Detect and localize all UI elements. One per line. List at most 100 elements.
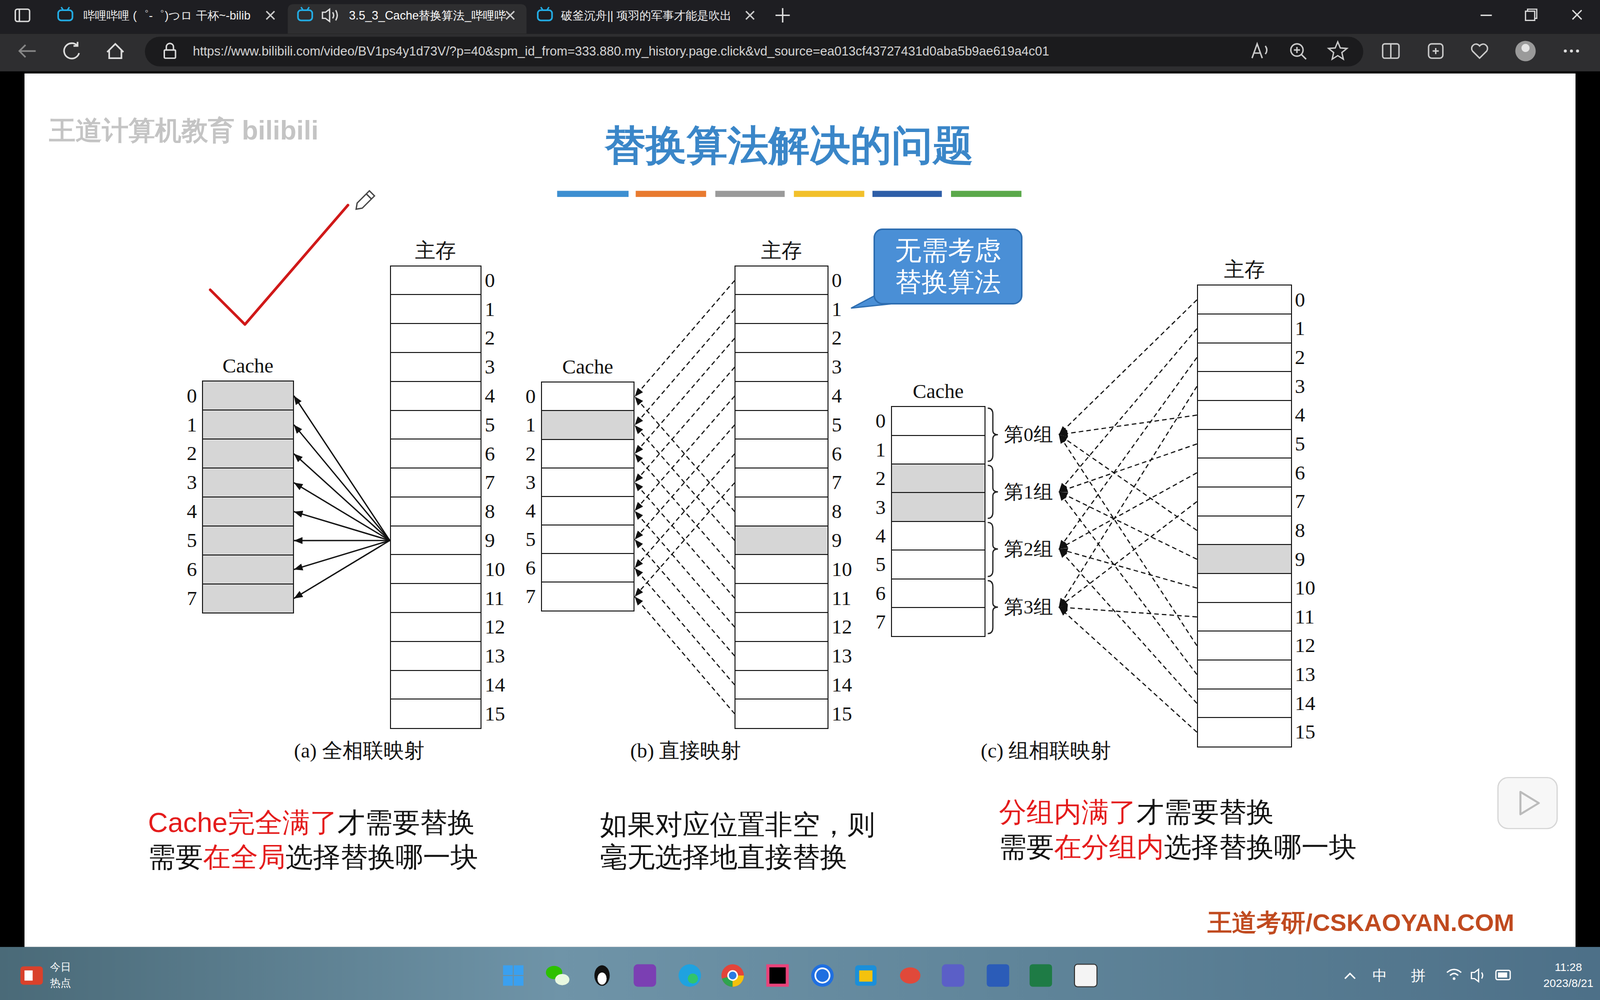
memory-column: 主存0123456789101112131415: [734, 265, 829, 728]
memory-block: 10: [734, 554, 829, 585]
text-line: 需要在分组内选择替换哪一块: [999, 830, 1357, 864]
block-number: 2: [186, 443, 197, 464]
block-number: 4: [831, 386, 842, 407]
cache-line: 7: [202, 583, 294, 614]
block-number: 15: [1295, 722, 1316, 743]
group-label: 第2组: [1001, 536, 1056, 563]
app-icon: [855, 965, 877, 986]
column-heading: Cache: [562, 356, 614, 379]
label-text: 破釜沉舟|| 项羽的军事才能是吹出: [561, 8, 732, 23]
block-number: 0: [525, 386, 536, 407]
group-bracket: [988, 408, 998, 461]
edge-icon: [688, 973, 698, 984]
memory-block: 12: [1197, 630, 1292, 661]
block-number: 0: [186, 385, 197, 406]
memory-block: 12: [734, 612, 829, 643]
group-name: 第2组: [1004, 538, 1053, 561]
block-number: 6: [484, 443, 495, 464]
memory-block: 4: [1197, 400, 1292, 431]
cache-line: 4: [891, 521, 986, 551]
wechat-icon: [555, 974, 570, 985]
memory-block: 11: [1197, 602, 1292, 633]
mapping-arrow: [294, 511, 390, 541]
mapping-arrow: [294, 396, 390, 541]
volume-icon: [1471, 969, 1483, 982]
memory-block: 0: [734, 265, 829, 296]
block-number: 8: [1295, 520, 1305, 541]
news-icon: [20, 966, 43, 985]
block-number: 0: [1295, 289, 1305, 310]
block-number: 13: [1295, 664, 1316, 685]
mapping-arrow: [294, 482, 390, 541]
slide: [24, 73, 1576, 947]
edge-icon: [678, 964, 701, 987]
cache-line: 2: [891, 463, 986, 494]
onenote-icon: [633, 964, 656, 987]
typora-icon: [1074, 964, 1097, 987]
color-bar: [715, 191, 785, 197]
memory-block: 9: [734, 525, 829, 556]
block-number: 3: [525, 472, 536, 493]
menu-dots: [1576, 49, 1579, 53]
memory-block: 12: [390, 612, 482, 643]
cache-line: 1: [202, 409, 294, 440]
memory-block: 15: [1197, 717, 1292, 748]
play-button: [1520, 792, 1539, 815]
block-number: 6: [1295, 462, 1305, 483]
block-number: 2: [1295, 347, 1305, 368]
column-heading: 主存: [415, 240, 456, 263]
memory-block: 15: [390, 698, 482, 729]
memory-block: 1: [1197, 313, 1292, 344]
cache-column: Cache01234567: [202, 380, 294, 612]
memory-block: 8: [734, 496, 829, 527]
color-bar: [557, 191, 629, 197]
mapping-arrow: [634, 367, 735, 482]
mapping-arrow: [1059, 473, 1197, 549]
cache-column: Cache01234567: [541, 381, 635, 610]
color-bar: [635, 191, 706, 197]
favorite-icon: [1328, 42, 1347, 60]
lock-icon: [164, 50, 176, 58]
block-number: 1: [831, 299, 842, 320]
text-line: 分组内满了才需要替换: [999, 795, 1274, 829]
block-number: 2: [484, 328, 495, 349]
memory-block: 6: [1197, 457, 1292, 488]
app-icon: [900, 967, 921, 984]
block-number: 7: [186, 588, 197, 609]
home-icon: [107, 44, 124, 59]
menu-dots: [1564, 49, 1567, 53]
block-number: 15: [484, 703, 505, 724]
memory-block: 4: [734, 381, 829, 412]
mapping-arrow: [294, 540, 390, 542]
window-controls: [1527, 9, 1537, 18]
block-number: 7: [831, 472, 842, 493]
mapping-arrow: [1059, 434, 1197, 530]
memory-block: 1: [734, 294, 829, 325]
note-text: 才需要替换: [337, 807, 475, 838]
speaker-icon: [322, 9, 338, 21]
cache-line: 3: [891, 492, 986, 522]
ide-icon: [769, 967, 786, 984]
block-number: 6: [875, 583, 886, 604]
mapping-arrow: [294, 540, 390, 570]
block-number: 5: [831, 414, 842, 435]
battery-icon: [1496, 970, 1511, 980]
label-text: 哔哩哔哩 (゜-゜)つロ 干杯~-bilib: [83, 8, 251, 23]
block-number: 7: [1295, 491, 1305, 512]
label-text: (b) 直接映射: [630, 739, 742, 764]
note-text: 在分组内: [1054, 831, 1164, 863]
label-text: https://www.bilibili.com/video/BV1ps4y1d…: [193, 43, 1050, 59]
block-number: 12: [484, 617, 505, 638]
start-icon: [514, 965, 524, 975]
label-text: (c) 组相联映射: [981, 739, 1111, 764]
block-number: 14: [1295, 693, 1316, 714]
group-bracket: [988, 522, 998, 577]
block-number: 1: [186, 414, 197, 435]
tab-favicon: [538, 10, 553, 20]
ide-icon: [766, 964, 789, 987]
memory-block: 0: [390, 265, 482, 296]
memory-block: 2: [734, 323, 829, 354]
note-text: 在全局: [203, 841, 286, 873]
k-icon: [815, 968, 830, 983]
tab-favicon: [298, 10, 313, 20]
